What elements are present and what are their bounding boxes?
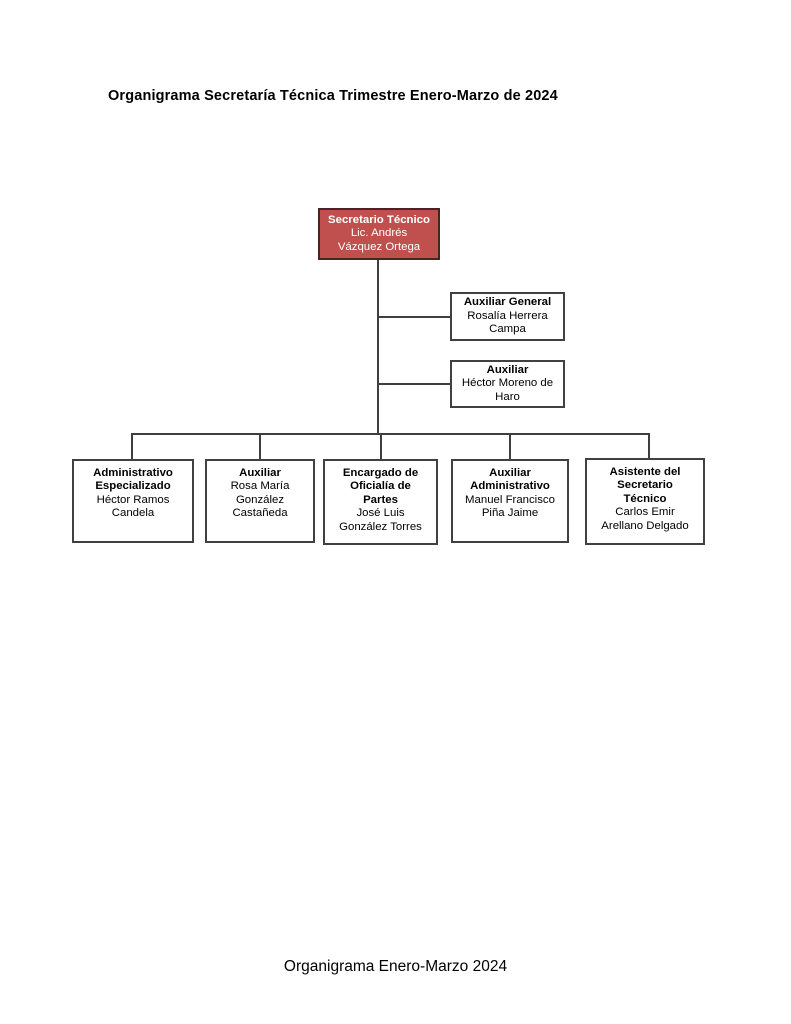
node-person-line-3: Castañeda — [232, 507, 288, 520]
node-role-line-2: Secretario — [617, 479, 673, 492]
node-role-line-1: Auxiliar — [239, 467, 281, 479]
connector-drop-3 — [380, 433, 382, 459]
node-auxiliar-gonzalez[interactable]: Auxiliar Rosa María González Castañeda — [205, 459, 315, 543]
node-encargado-oficialia-partes[interactable]: Encargado de Oficialía de Partes José Lu… — [323, 459, 438, 545]
node-role-line-3: Técnico — [623, 492, 667, 505]
footer-caption: Organigrama Enero-Marzo 2024 — [283, 958, 508, 975]
node-asistente-secretario-tecnico[interactable]: Asistente del Secretario Técnico Carlos … — [585, 458, 705, 545]
page-title: Organigrama Secretaría Técnica Trimestre… — [108, 88, 558, 104]
connector-root-trunk — [377, 260, 379, 435]
node-role: Auxiliar — [486, 363, 529, 376]
node-person-line-2: Piña Jaime — [481, 507, 539, 520]
node-person-line-1: Manuel Francisco — [465, 493, 555, 506]
connector-drop-5 — [648, 433, 650, 459]
node-role-line-1: Administrativo — [93, 467, 173, 479]
node-auxiliar-moreno[interactable]: Auxiliar Héctor Moreno de Haro — [450, 360, 565, 408]
node-person-line-1: José Luis — [356, 507, 405, 520]
node-role-line-2: Oficialía de — [350, 480, 411, 493]
node-role-line-1: Asistente del — [609, 466, 681, 478]
node-administrativo-especializado[interactable]: Administrativo Especializado Héctor Ramo… — [72, 459, 194, 543]
connector-to-auxiliar — [377, 383, 451, 385]
node-person-line-2: Campa — [489, 323, 526, 336]
connector-drop-1 — [131, 433, 133, 459]
node-person-line-2: Arellano Delgado — [601, 519, 689, 532]
node-person-line-2: Vázquez Ortega — [337, 240, 421, 253]
node-person-line-1: Rosalía Herrera — [467, 309, 548, 322]
node-person-line-1: Carlos Emir — [615, 506, 675, 519]
node-secretario-tecnico[interactable]: Secretario Técnico Lic. Andrés Vázquez O… — [318, 208, 440, 260]
node-role: Auxiliar General — [463, 296, 552, 309]
node-role: Secretario Técnico — [328, 213, 430, 226]
node-role-line-2: Administrativo — [470, 480, 550, 493]
node-auxiliar-general[interactable]: Auxiliar General Rosalía Herrera Campa — [450, 292, 565, 341]
node-auxiliar-administrativo[interactable]: Auxiliar Administrativo Manuel Francisco… — [451, 459, 569, 543]
node-person-line-1: Héctor Moreno de — [461, 377, 554, 390]
node-role-line-2: Especializado — [95, 480, 171, 493]
connector-drop-2 — [259, 433, 261, 459]
connector-to-auxiliar-general — [377, 316, 451, 318]
node-role-line-1: Auxiliar — [489, 467, 531, 479]
node-person-line-2: González — [235, 493, 285, 506]
node-person-line-1: Lic. Andrés — [350, 227, 408, 240]
connector-bottom-bus — [131, 433, 650, 435]
node-person-line-2: González Torres — [339, 520, 422, 533]
node-role-line-1: Encargado de — [342, 467, 419, 479]
connector-drop-4 — [509, 433, 511, 459]
node-person-line-2: Haro — [495, 390, 520, 403]
node-person-line-1: Héctor Ramos — [96, 493, 170, 506]
node-person-line-1: Rosa María — [230, 480, 290, 493]
node-person-line-2: Candela — [111, 507, 155, 520]
node-role-line-3: Partes — [363, 493, 398, 506]
